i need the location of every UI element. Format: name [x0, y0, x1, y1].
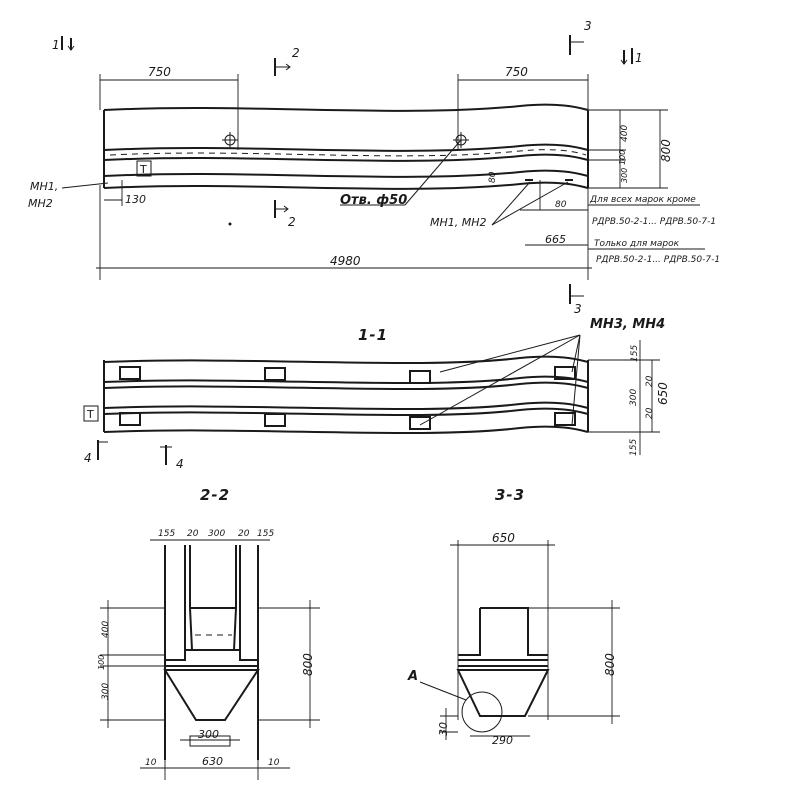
- cut-mark-2-bottom: 2: [274, 200, 296, 229]
- dim-20-b: 20: [645, 407, 655, 419]
- cut-mark-2-top: 2: [274, 46, 300, 76]
- dim-800-33: 800: [603, 653, 617, 676]
- dim-100-plan: 100: [618, 150, 627, 165]
- dim-20-a: 20: [645, 375, 655, 387]
- section-1-1-title: 1-1: [358, 326, 388, 344]
- cut-1-label-left: 1: [52, 38, 60, 52]
- dim-155-bottom: 155: [629, 439, 639, 456]
- dim-630: 630: [202, 755, 223, 768]
- dim-665: 665: [545, 233, 566, 246]
- dim-300-22-v: 300: [101, 683, 111, 700]
- dim-800-22: 800: [301, 653, 315, 676]
- cut-mark-3-bottom: 3: [569, 284, 584, 316]
- hole-left: [222, 132, 238, 148]
- plan-top-edge: [103, 103, 589, 112]
- dim-100-22: 100: [97, 655, 106, 670]
- cut-mark-3-top: 3: [569, 19, 592, 55]
- note-all-marks: Для всех марок кроме: [589, 195, 696, 205]
- dim-650-33: 650: [492, 531, 515, 545]
- dim-130: 130: [125, 193, 146, 206]
- dim-290: 290: [492, 734, 513, 747]
- mh1-mh2-right-label: МН1, МН2: [430, 216, 487, 229]
- plan-view: 1 1 2 2 3: [28, 19, 720, 316]
- section-1-1: 1-1 МН3, МН4 Т 155 20 300 20 650 155: [83, 317, 670, 471]
- dim-4980: 4980: [330, 254, 361, 268]
- t-marker-section-label: Т: [86, 408, 94, 421]
- dim-400-plan: 400: [620, 125, 630, 142]
- section-3-3-title: 3-3: [495, 486, 525, 504]
- dim-300-plan: 300: [620, 168, 629, 183]
- t-marker-plan: [136, 160, 152, 177]
- dim-750-left: 750: [148, 65, 171, 79]
- t-marker-section: [83, 405, 99, 422]
- dim-10-l: 10: [145, 758, 157, 768]
- cut-mark-1-right: 1: [620, 48, 643, 65]
- dim-155-top: 155: [630, 345, 640, 362]
- dim-80-right: 80: [555, 200, 567, 210]
- detail-a-label: А: [407, 669, 418, 684]
- mh2-left-label: МН2: [28, 197, 53, 210]
- hole-label: Отв. ф50: [340, 193, 407, 208]
- note-all-marks-range: РДРВ.50-2-1... РДРВ.50-7-1: [592, 217, 716, 227]
- cut-2-label-bottom: 2: [288, 215, 296, 229]
- dim-20-l: 20: [187, 529, 199, 539]
- cut-4-label-left: 4: [84, 451, 92, 465]
- section-3-3: 3-3 650 800 А 30 290: [407, 486, 620, 747]
- mh3-mh4-label: МН3, МН4: [590, 317, 665, 332]
- cut-3-label-top: 3: [584, 19, 592, 33]
- cut-2-label-top: 2: [292, 46, 300, 60]
- dim-300-top: 300: [208, 529, 225, 539]
- cut-mark-1-left: 1: [52, 36, 75, 52]
- cut-4-label-right: 4: [176, 457, 184, 471]
- note-only-marks-range: РДРВ.50-2-1... РДРВ.50-7-1: [596, 255, 720, 265]
- dim-400-22: 400: [101, 621, 111, 638]
- cut-mark-4-right: 4: [160, 445, 184, 471]
- mh1-left-label: МН1,: [30, 180, 58, 193]
- dim-10-r: 10: [268, 758, 280, 768]
- dim-650-section: 650: [656, 382, 670, 405]
- dim-155-l: 155: [158, 529, 175, 539]
- cut-1-label-right: 1: [635, 51, 643, 65]
- detail-a-circle: [461, 691, 503, 733]
- note-only-marks: Только для марок: [594, 239, 680, 249]
- dim-750-right: 750: [505, 65, 528, 79]
- dim-155-r: 155: [257, 529, 274, 539]
- dim-300-section: 300: [629, 389, 639, 406]
- dim-80: 80: [488, 171, 498, 183]
- dim-30: 30: [437, 722, 450, 736]
- dim-20-r: 20: [238, 529, 250, 539]
- dim-300-bottom: 300: [198, 728, 219, 741]
- t-marker-plan-label: Т: [139, 163, 147, 176]
- section-2-2: 2-2 155 20 300 20 155 400 100 300 800 30…: [97, 486, 320, 780]
- dim-800-plan: 800: [659, 139, 673, 162]
- cut-3-label-bottom: 3: [574, 302, 582, 316]
- section-2-2-title: 2-2: [200, 486, 230, 504]
- cut-mark-4-left: 4: [84, 440, 108, 465]
